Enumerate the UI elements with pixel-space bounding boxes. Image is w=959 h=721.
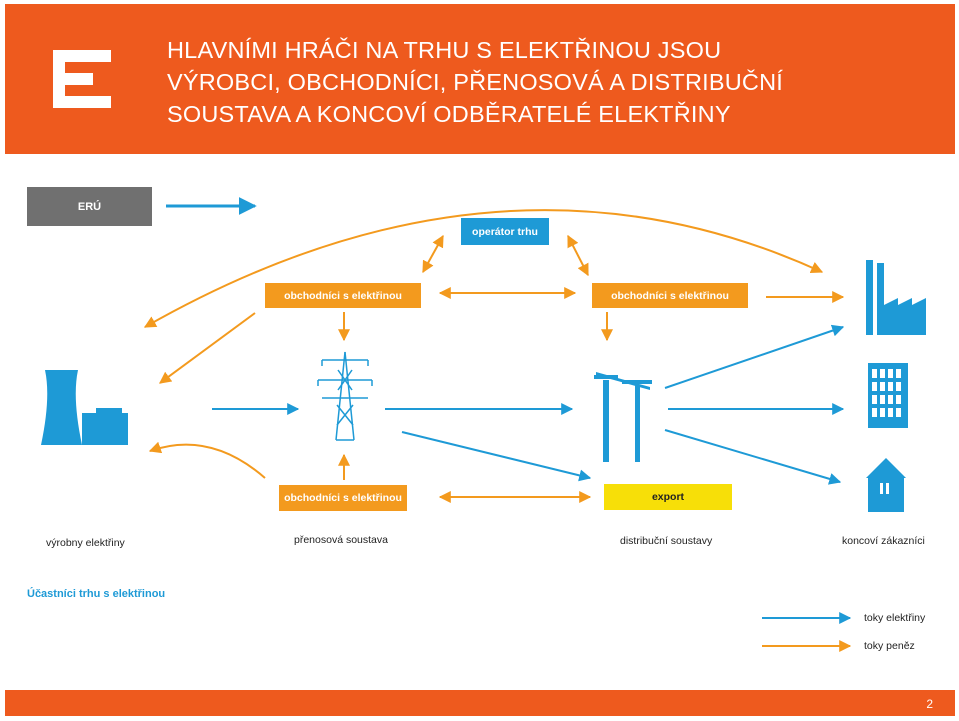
participants-heading: Účastníci trhu s elektřinou <box>27 588 166 600</box>
title-line-3: SOUSTAVA A KONCOVÍ ODBĚRATELÉ ELEKTŘINY <box>167 101 731 127</box>
distribution-label: distribuční soustavy <box>620 535 713 547</box>
money-flow-big-arc <box>143 209 824 328</box>
transmission-tower-icon <box>317 351 373 441</box>
trader-box-left: obchodníci s elektřinou <box>265 283 421 308</box>
power-plant-icon <box>41 370 128 445</box>
trader-box-right: obchodníci s elektřinou <box>592 283 748 308</box>
page-number: 2 <box>926 697 933 711</box>
money-flow-op-trader-right <box>567 234 589 277</box>
title-line-1: HLAVNÍMI HRÁČI NA TRHU S ELEKTŘINOU JSOU <box>167 37 722 63</box>
customers-label: koncoví zákazníci <box>842 535 925 547</box>
market-operator-box: operátor trhu <box>461 218 549 245</box>
money-flow-bottom-arc <box>148 441 266 479</box>
cez-logo-icon <box>53 50 111 108</box>
export-box: export <box>604 484 732 510</box>
legend-money-label: toky peněz <box>864 640 915 652</box>
distribution-pole-icon <box>594 372 652 462</box>
page-title: HLAVNÍMI HRÁČI NA TRHU S ELEKTŘINOU JSOU… <box>167 34 947 130</box>
money-flow-trader-producer <box>159 312 256 384</box>
house-icon <box>866 458 906 512</box>
office-building-icon <box>868 363 908 428</box>
power-flow-to-house <box>664 429 842 485</box>
factory-icon <box>866 260 926 335</box>
power-flow-to-factory <box>664 324 845 389</box>
trader-box-bottom: obchodníci s elektřinou <box>279 485 407 511</box>
title-line-2: VÝROBCI, OBCHODNÍCI, PŘENOSOVÁ A DISTRIB… <box>167 69 783 95</box>
legend-electricity-label: toky elektřiny <box>864 612 926 624</box>
footer-bar: 2 <box>5 690 955 716</box>
producers-label: výrobny elektřiny <box>46 537 125 549</box>
header-bar: HLAVNÍMI HRÁČI NA TRHU S ELEKTŘINOU JSOU… <box>5 4 955 154</box>
transmission-label: přenosová soustava <box>294 534 388 546</box>
power-flow-to-export <box>401 431 592 482</box>
eru-box: ERÚ <box>27 187 152 226</box>
money-flow-op-trader-left <box>422 234 444 274</box>
